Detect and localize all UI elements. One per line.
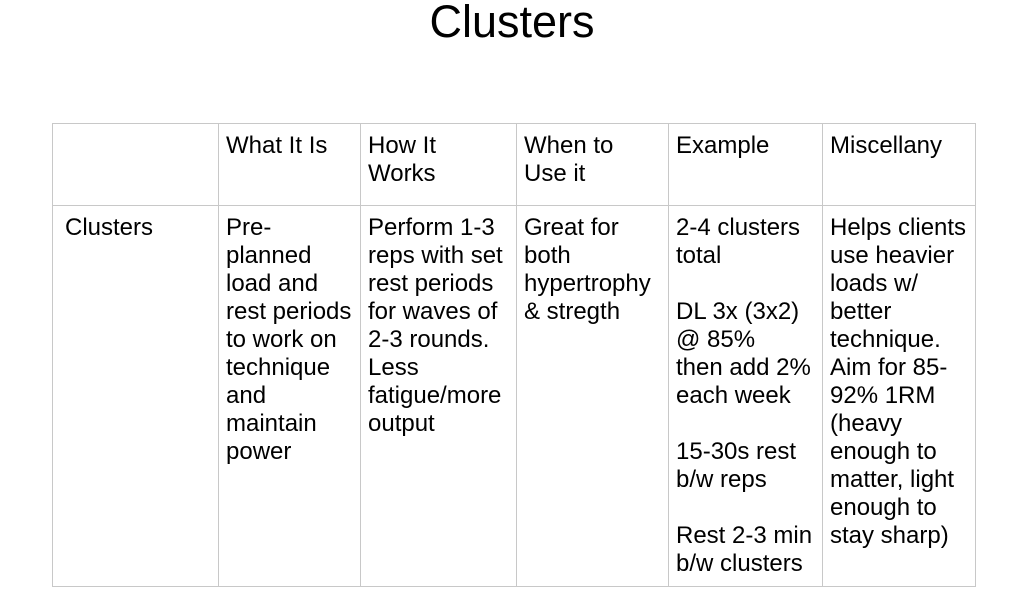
header-cell-how-it-works: How It Works xyxy=(360,123,517,206)
page-title: Clusters xyxy=(429,0,595,47)
header-cell-blank xyxy=(52,123,219,206)
cell-how-it-works: Perform 1-3 reps with set rest periods f… xyxy=(360,205,517,587)
cell-example: 2-4 clusters total DL 3x (3x2) @ 85% the… xyxy=(668,205,823,587)
clusters-table: What It Is How It Works When to Use it E… xyxy=(52,123,976,587)
cell-when-to-use-it: Great for both hypertrophy & stregth xyxy=(516,205,669,587)
header-cell-what-it-is: What It Is xyxy=(218,123,361,206)
table-header-row: What It Is How It Works When to Use it E… xyxy=(52,123,976,206)
row-label-cell: Clusters xyxy=(52,205,219,587)
header-cell-example: Example xyxy=(668,123,823,206)
table-row: Clusters Pre-planned load and rest perio… xyxy=(52,205,976,587)
header-cell-when-to-use-it: When to Use it xyxy=(516,123,669,206)
cell-what-it-is: Pre-planned load and rest periods to wor… xyxy=(218,205,361,587)
header-cell-miscellany: Miscellany xyxy=(822,123,976,206)
cell-miscellany: Helps clients use heavier loads w/ bette… xyxy=(822,205,976,587)
